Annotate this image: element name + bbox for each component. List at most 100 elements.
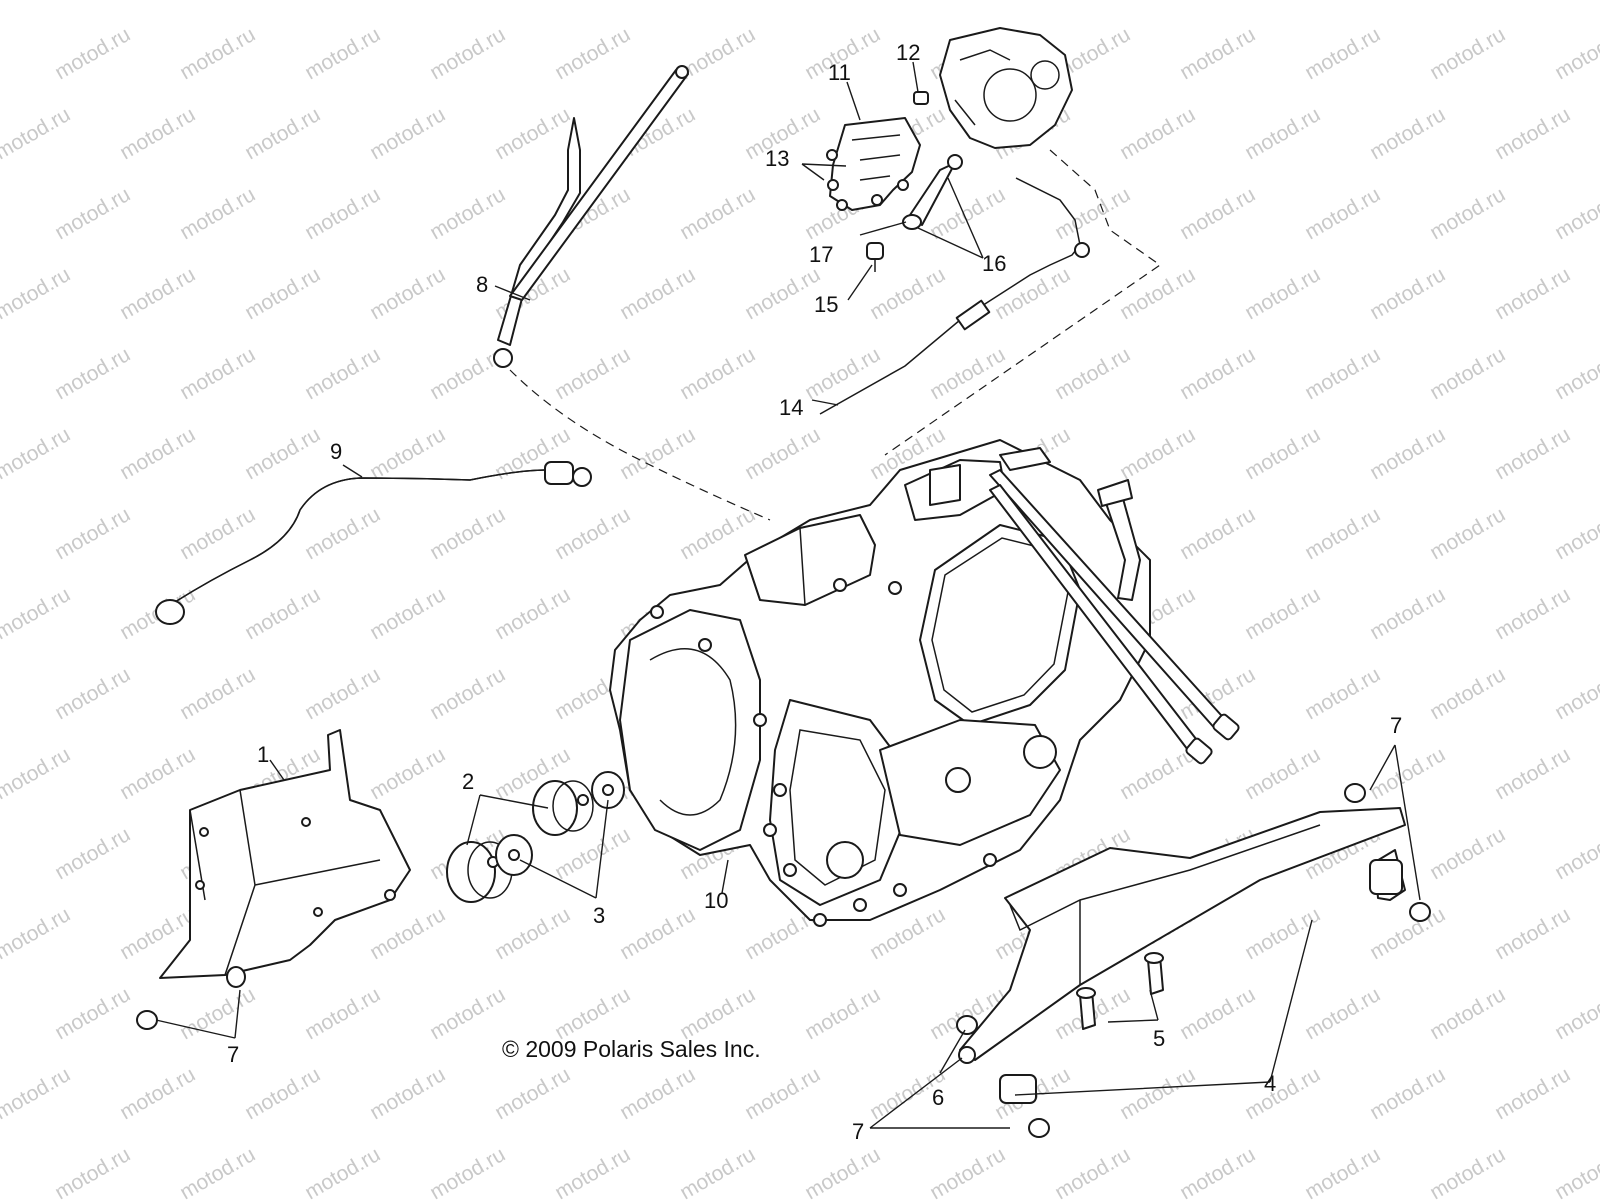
watermark-text: motod.ru — [616, 1063, 699, 1124]
watermark-text: motod.ru — [1426, 823, 1509, 884]
watermark-text: motod.ru — [366, 0, 449, 4]
watermark-text: motod.ru — [426, 23, 509, 84]
watermark-text: motod.ru — [1301, 503, 1384, 564]
watermark-text: motod.ru — [1366, 263, 1449, 324]
watermark-text: motod.ru — [1551, 23, 1600, 84]
watermark-text: motod.ru — [1551, 503, 1600, 564]
part-4-lower-bracket — [959, 807, 1406, 1104]
watermark-text: motod.ru — [366, 1063, 449, 1124]
watermark-text: motod.ru — [301, 183, 384, 244]
watermark-text: motod.ru — [51, 503, 134, 564]
watermark-text: motod.ru — [1301, 1143, 1384, 1200]
watermark-text: motod.ru — [241, 1063, 324, 1124]
watermark-text: motod.ru — [1176, 983, 1259, 1044]
callout-4: 4 — [1264, 1071, 1276, 1096]
leader-lines — [155, 61, 1421, 1129]
watermark-text: motod.ru — [51, 823, 134, 884]
watermark-text: motod.ru — [1366, 103, 1449, 164]
watermark-text: motod.ru — [176, 183, 259, 244]
callout-10: 10 — [704, 888, 728, 913]
watermark-text: motod.ru — [301, 503, 384, 564]
watermark-text: motod.ru — [1491, 903, 1574, 964]
watermark-text: motod.ru — [741, 263, 824, 324]
watermark-text: motod.ru — [241, 263, 324, 324]
watermark-text: motod.ru — [1491, 0, 1574, 4]
watermark-text: motod.ru — [51, 343, 134, 404]
watermark-text: motod.ru — [426, 503, 509, 564]
watermark-text: motod.ru — [926, 1143, 1009, 1200]
watermark-text: motod.ru — [51, 23, 134, 84]
watermark-text: motod.ru — [741, 1063, 824, 1124]
watermark-text: motod.ru — [1551, 183, 1600, 244]
part-12-throttle-body — [913, 27, 1073, 149]
callout-7-left: 7 — [227, 1042, 239, 1067]
watermark-text: motod.ru — [426, 983, 509, 1044]
watermark-text: motod.ru — [1301, 983, 1384, 1044]
watermark-text: motod.ru — [51, 183, 134, 244]
watermark-text: motod.ru — [616, 903, 699, 964]
watermark-text: motod.ru — [1426, 1143, 1509, 1200]
watermark-text: motod.ru — [1176, 183, 1259, 244]
watermark-text: motod.ru — [676, 343, 759, 404]
watermark-text: motod.ru — [116, 103, 199, 164]
callout-9: 9 — [330, 439, 342, 464]
watermark-text: motod.ru — [1241, 0, 1324, 4]
watermark-text: motod.ru — [366, 103, 449, 164]
watermark-text: motod.ru — [0, 903, 74, 964]
watermark-text: motod.ru — [1551, 1143, 1600, 1200]
callout-7-bottom: 7 — [852, 1119, 864, 1144]
watermark-text: motod.ru — [301, 663, 384, 724]
callout-1: 1 — [257, 742, 269, 767]
watermark-text: motod.ru — [366, 743, 449, 804]
watermark-text: motod.ru — [1241, 103, 1324, 164]
watermark-text: motod.ru — [241, 423, 324, 484]
watermark-text: motod.ru — [1366, 1063, 1449, 1124]
watermark-text: motod.ru — [366, 903, 449, 964]
watermark-text: motod.ru — [241, 583, 324, 644]
watermark-text: motod.ru — [176, 983, 259, 1044]
watermark-text: motod.ru — [1426, 983, 1509, 1044]
watermark-text: motod.ru — [1116, 423, 1199, 484]
watermark-text: motod.ru — [1551, 983, 1600, 1044]
watermark-text: motod.ru — [1366, 0, 1449, 4]
watermark-text: motod.ru — [366, 263, 449, 324]
watermark-text: motod.ru — [991, 0, 1074, 4]
watermark-text: motod.ru — [176, 1143, 259, 1200]
watermark-text: motod.ru — [866, 263, 949, 324]
callout-2: 2 — [462, 769, 474, 794]
watermark-text: motod.ru — [551, 343, 634, 404]
watermark-text: motod.ru — [616, 423, 699, 484]
watermark-text: motod.ru — [1301, 23, 1384, 84]
watermark-text: motod.ru — [1551, 663, 1600, 724]
watermark-text: motod.ru — [366, 423, 449, 484]
watermark-text: motod.ru — [1426, 183, 1509, 244]
watermark-text: motod.ru — [551, 1143, 634, 1200]
watermark-text: motod.ru — [676, 23, 759, 84]
part-1-mount-bracket — [159, 729, 411, 979]
watermark-text: motod.ru — [1491, 103, 1574, 164]
watermark-text: motod.ru — [551, 503, 634, 564]
watermark-text: motod.ru — [1241, 903, 1324, 964]
watermark-text: motod.ru — [1241, 583, 1324, 644]
watermark-text: motod.ru — [1366, 583, 1449, 644]
watermark-text: motod.ru — [491, 583, 574, 644]
part-2-3-mounts — [446, 771, 625, 903]
watermark-text: motod.ru — [1116, 0, 1199, 4]
watermark-text: motod.ru — [366, 583, 449, 644]
watermark-text: motod.ru — [51, 1143, 134, 1200]
watermark-text: motod.ru — [1051, 183, 1134, 244]
callout-17: 17 — [809, 242, 833, 267]
watermark-text: motod.ru — [1176, 503, 1259, 564]
watermark-text: motod.ru — [1491, 263, 1574, 324]
watermark-text: motod.ru — [1241, 423, 1324, 484]
watermark-text: motod.ru — [1301, 663, 1384, 724]
watermark-text: motod.ru — [426, 1143, 509, 1200]
watermark-text: motod.ru — [176, 503, 259, 564]
watermark-text: motod.ru — [741, 423, 824, 484]
callout-14: 14 — [779, 395, 803, 420]
watermark-text: motod.ru — [241, 103, 324, 164]
watermark-text: motod.ru — [0, 263, 74, 324]
watermark-text: motod.ru — [1426, 23, 1509, 84]
